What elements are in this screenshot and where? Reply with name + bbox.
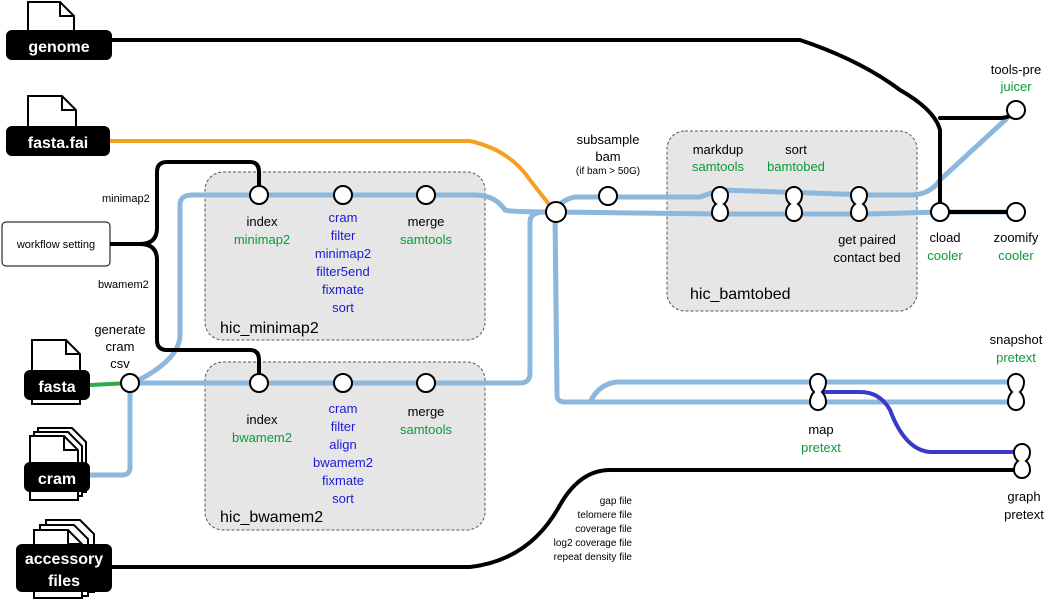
node-cload bbox=[930, 202, 950, 222]
fasta-fai-label: fasta.fai bbox=[28, 135, 88, 152]
bw2-index-tool: bwamem2 bbox=[232, 430, 292, 445]
bw2-index-label: index bbox=[246, 412, 278, 427]
generate-label-2: cram bbox=[106, 339, 135, 354]
zoomify-label: zoomify bbox=[994, 230, 1039, 245]
bw2-step-5: fixmate bbox=[322, 473, 364, 488]
map-label: map bbox=[808, 422, 833, 437]
group-box-hic-bwamem2 bbox=[204, 361, 486, 531]
paired-label-1: get paired bbox=[838, 232, 896, 247]
snapshot-label: snapshot bbox=[990, 332, 1043, 347]
subsample-label-2: bam bbox=[595, 149, 620, 164]
black-lines bbox=[108, 38, 1018, 569]
cload-label: cload bbox=[929, 230, 960, 245]
accessory-item-2: telomere file bbox=[578, 510, 633, 521]
markdup-tool: samtools bbox=[692, 159, 745, 174]
accessory-files-icon[interactable]: accessory files bbox=[16, 519, 112, 599]
node-minimap2-merge bbox=[416, 185, 436, 205]
subsample-note: (if bam > 50G) bbox=[576, 166, 640, 177]
bw2-step-3: align bbox=[329, 437, 356, 452]
accessory-item-4: log2 coverage file bbox=[554, 538, 633, 549]
map-to-graph-line bbox=[816, 390, 1022, 454]
bw2-merge-label: merge bbox=[408, 404, 445, 419]
graph-tool: pretext bbox=[1004, 507, 1044, 522]
bw2-step-4: bwamem2 bbox=[313, 455, 373, 470]
node-generate-csv bbox=[120, 373, 140, 393]
markdup-label: markdup bbox=[693, 142, 744, 157]
graph-label: graph bbox=[1007, 489, 1040, 504]
station-nodes bbox=[120, 100, 1026, 393]
cload-tool: cooler bbox=[927, 248, 963, 263]
node-zoomify bbox=[1006, 202, 1026, 222]
node-minimap2-index bbox=[249, 185, 269, 205]
genome-label: genome bbox=[28, 39, 89, 56]
node-bwamem2-cram bbox=[333, 373, 353, 393]
sort-tool: bamtobed bbox=[767, 159, 825, 174]
fasta-label: fasta bbox=[38, 379, 75, 396]
group-label-hic-bamtobed: hic_bamtobed bbox=[690, 286, 791, 303]
node-markdup bbox=[710, 186, 730, 222]
mm2-index-tool: minimap2 bbox=[234, 232, 290, 247]
node-bwamem2-index bbox=[249, 373, 269, 393]
mm2-step-2: filter bbox=[331, 228, 356, 243]
mm2-merge-tool: samtools bbox=[400, 232, 453, 247]
node-paired bbox=[849, 186, 869, 222]
paired-label-2: contact bed bbox=[833, 250, 900, 265]
group-box-hic-minimap2 bbox=[204, 171, 486, 341]
bw2-step-6: sort bbox=[332, 491, 354, 506]
generate-label-3: csv bbox=[110, 356, 130, 371]
node-map bbox=[808, 373, 828, 411]
accessory-label-2: files bbox=[48, 573, 80, 590]
zoomify-tool: cooler bbox=[998, 248, 1034, 263]
tools-pre-tool: juicer bbox=[999, 79, 1032, 94]
subsample-label-1: subsample bbox=[577, 132, 640, 147]
tools-pre-label: tools-pre bbox=[991, 62, 1042, 77]
node-minimap2-cram bbox=[333, 185, 353, 205]
cram-label: cram bbox=[38, 471, 76, 488]
accessory-item-3: coverage file bbox=[575, 524, 632, 535]
node-bwamem2-merge bbox=[416, 373, 436, 393]
node-subsample bbox=[598, 186, 618, 206]
node-snapshot bbox=[1006, 373, 1026, 411]
node-sort bbox=[784, 186, 804, 222]
mm2-step-5: fixmate bbox=[322, 282, 364, 297]
accessory-item-5: repeat density file bbox=[554, 552, 633, 563]
mm2-step-1: cram bbox=[329, 210, 358, 225]
snapshot-tool: pretext bbox=[996, 350, 1036, 365]
branch-minimap2-label: minimap2 bbox=[102, 193, 150, 205]
generate-label-1: generate bbox=[94, 322, 145, 337]
node-junction bbox=[545, 201, 567, 223]
workflow-setting-box[interactable] bbox=[1, 221, 111, 267]
fasta-fai-line bbox=[108, 139, 557, 214]
accessory-label-1: accessory bbox=[25, 551, 103, 568]
mm2-step-6: sort bbox=[332, 300, 354, 315]
sort-label: sort bbox=[785, 142, 807, 157]
workflow-setting-label: workflow setting bbox=[16, 239, 95, 251]
cram-file-icon[interactable]: cram bbox=[24, 427, 90, 501]
genome-file-icon[interactable]: genome bbox=[6, 1, 112, 60]
node-graph bbox=[1012, 443, 1032, 479]
fasta-fai-file-icon[interactable]: fasta.fai bbox=[6, 95, 110, 156]
mm2-step-4: filter5end bbox=[316, 264, 369, 279]
mm2-step-3: minimap2 bbox=[315, 246, 371, 261]
double-nodes bbox=[710, 186, 1032, 479]
bw2-step-1: cram bbox=[329, 401, 358, 416]
accessory-item-1: gap file bbox=[600, 496, 633, 507]
fasta-file-icon[interactable]: fasta bbox=[24, 339, 90, 405]
mm2-index-label: index bbox=[246, 214, 278, 229]
mm2-merge-label: merge bbox=[408, 214, 445, 229]
map-tool: pretext bbox=[801, 440, 841, 455]
bw2-step-2: filter bbox=[331, 419, 356, 434]
group-label-hic-bwamem2: hic_bwamem2 bbox=[220, 509, 323, 526]
node-tools-pre bbox=[1006, 100, 1026, 120]
group-label-hic-minimap2: hic_minimap2 bbox=[220, 320, 319, 337]
branch-bwamem2-label: bwamem2 bbox=[98, 279, 149, 291]
bw2-merge-tool: samtools bbox=[400, 422, 453, 437]
